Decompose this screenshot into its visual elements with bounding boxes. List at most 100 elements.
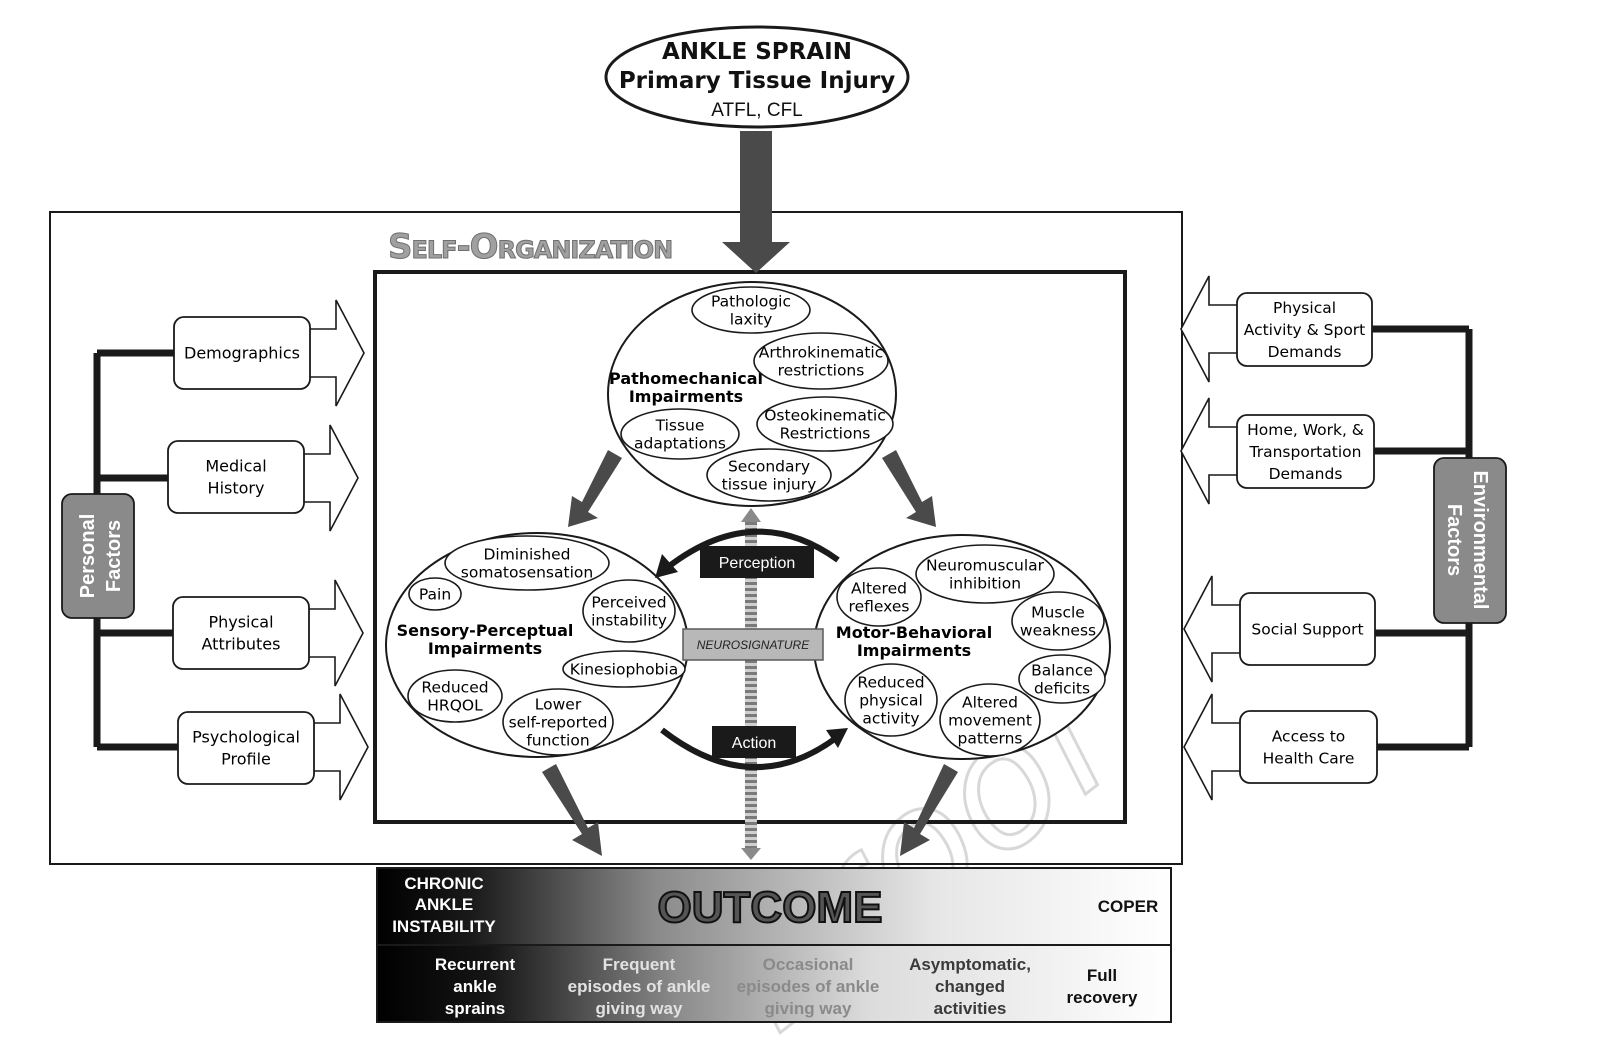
pathomechanical-item-oval: [753, 332, 889, 390]
environmental-factor-line: Health Care: [1263, 749, 1355, 767]
motor-item-line: Balance: [1031, 661, 1093, 679]
pathomechanical-item-line: adaptations: [634, 434, 726, 452]
sensory-item-oval: [562, 650, 686, 688]
neurosignature-box: [682, 628, 824, 661]
sensory-item-line: Diminished: [483, 545, 570, 563]
personal-factors-label-box: [61, 493, 135, 619]
environmental-factor-line: Home, Work, &: [1247, 421, 1364, 439]
pathomechanical-item-line: laxity: [730, 310, 773, 328]
self-organization-frame: [49, 211, 1183, 865]
motor-item-oval: [1011, 591, 1105, 651]
personal-factor-line: Demographics: [184, 344, 300, 363]
pathomechanical-item-oval: [756, 396, 894, 452]
environmental-factor-line: Social Support: [1251, 620, 1363, 638]
motor-item-oval: [915, 544, 1055, 604]
perception-label: Perception: [719, 555, 796, 572]
environmental-factor-line: Access to: [1272, 727, 1346, 745]
personal-arrow: [310, 299, 365, 407]
outcome-level-line: ankle: [453, 977, 496, 996]
pathomechanical-item-line: restrictions: [778, 361, 865, 379]
pathomechanical-item-line: Pathologic: [711, 292, 791, 310]
personal-bracket: [93, 349, 178, 751]
outcome-level-line: episodes of ankle: [568, 977, 711, 996]
motor-item-oval: [1018, 654, 1106, 704]
personal-factor-line: Attributes: [202, 635, 281, 654]
action-box: [712, 726, 796, 758]
personal-arrow: [304, 424, 359, 532]
motor-item-line: movement: [948, 711, 1032, 729]
environmental-factor-line: Demands: [1268, 343, 1342, 361]
action-label: Action: [732, 735, 776, 752]
sensory-item-oval: [502, 688, 614, 756]
outcome-level-line: Frequent: [603, 955, 676, 974]
personal-factor-box: [173, 316, 311, 390]
outcome-level-line: Asymptomatic,: [909, 955, 1031, 974]
pathomechanical-item-oval: [620, 408, 740, 460]
axis-arrow-bottom: [741, 848, 761, 860]
arrow-motor-to-outcome: [900, 764, 958, 856]
motor-item-line: physical: [859, 691, 923, 709]
pathomechanical-item-line: Restrictions: [780, 424, 871, 442]
motor-item-line: patterns: [957, 729, 1022, 747]
motor-item-line: Muscle: [1031, 603, 1085, 621]
personal-arrow: [314, 693, 369, 801]
action-curve: [660, 727, 838, 771]
ankle-sprain-title: ANKLE SPRAIN: [662, 39, 852, 65]
motor-item-line: deficits: [1034, 679, 1090, 697]
pathomechanical-item-line: Arthrokinematic: [759, 343, 884, 361]
personal-factor-line: Physical: [208, 613, 273, 632]
environmental-factors-label: Environmental: [1469, 471, 1491, 610]
injury-arrow: [722, 131, 790, 273]
outcome-level-line: activities: [934, 999, 1007, 1018]
outcome-level-line: recovery: [1067, 988, 1138, 1007]
environmental-arrow: [1183, 575, 1240, 683]
self-organization-label: Self-Organization: [388, 227, 672, 267]
outcome-left-3: INSTABILITY: [392, 917, 496, 936]
motor-item-line: weakness: [1020, 621, 1096, 639]
personal-factor-line: Psychological: [192, 728, 300, 747]
pathomechanical-item-oval: [706, 448, 832, 502]
sensory-item-line: Perceived: [591, 593, 666, 611]
sensory-item-line: HRQOL: [427, 696, 483, 714]
outcome-level-line: Occasional: [763, 955, 854, 974]
perception-arrowhead: [655, 554, 678, 578]
outcome-level-line: Full: [1087, 966, 1117, 985]
sensory-item-line: Reduced: [421, 678, 488, 696]
motor-item-oval: [836, 567, 922, 627]
arrow-sensory-to-outcome: [542, 764, 602, 856]
motor-item-line: Altered: [962, 693, 1018, 711]
outcome-level-line: episodes of ankle: [737, 977, 880, 996]
sensory-item-oval: [444, 535, 610, 591]
sensory-perceptual-title-2: Impairments: [428, 639, 542, 658]
personal-factor-box: [167, 440, 305, 514]
pathomechanical-title: Pathomechanical: [609, 369, 763, 388]
personal-factor-line: Medical: [205, 457, 266, 476]
pathomechanical-title-2: Impairments: [629, 387, 743, 406]
pathomechanical-item-line: Tissue: [655, 416, 705, 434]
personal-factor-line: Profile: [221, 750, 271, 769]
environmental-arrow: [1183, 693, 1240, 801]
pathomechanical-item-line: tissue injury: [722, 475, 817, 493]
ankle-sprain-oval: [604, 25, 910, 129]
action-arrowhead: [826, 728, 848, 748]
sensory-item-oval: [407, 669, 503, 723]
sensory-item-line: Pain: [419, 585, 451, 603]
pathomechanical-item-line: Secondary: [728, 457, 810, 475]
environmental-factor-box: [1236, 414, 1375, 489]
outcome-level-line: Recurrent: [435, 955, 516, 974]
personal-factors-label-2: Factors: [103, 520, 125, 592]
motor-item-line: Altered: [851, 579, 907, 597]
motor-behavioral-title: Motor-Behavioral: [836, 623, 992, 642]
motor-item-line: Reduced: [857, 673, 924, 691]
outcome-bar: [376, 867, 1172, 946]
perception-box: [700, 546, 814, 578]
outcome-level-line: giving way: [765, 999, 852, 1018]
outcome-levels-bar: [376, 944, 1172, 1023]
personal-factor-box: [172, 596, 310, 670]
environmental-factor-line: Transportation: [1249, 443, 1362, 461]
outcome-level-line: giving way: [596, 999, 683, 1018]
outcome-title: OUTCOME: [658, 883, 883, 932]
motor-item-line: Neuromuscular: [926, 556, 1045, 574]
outcome-left-1: CHRONIC: [404, 874, 483, 893]
motor-item-oval: [844, 663, 938, 737]
